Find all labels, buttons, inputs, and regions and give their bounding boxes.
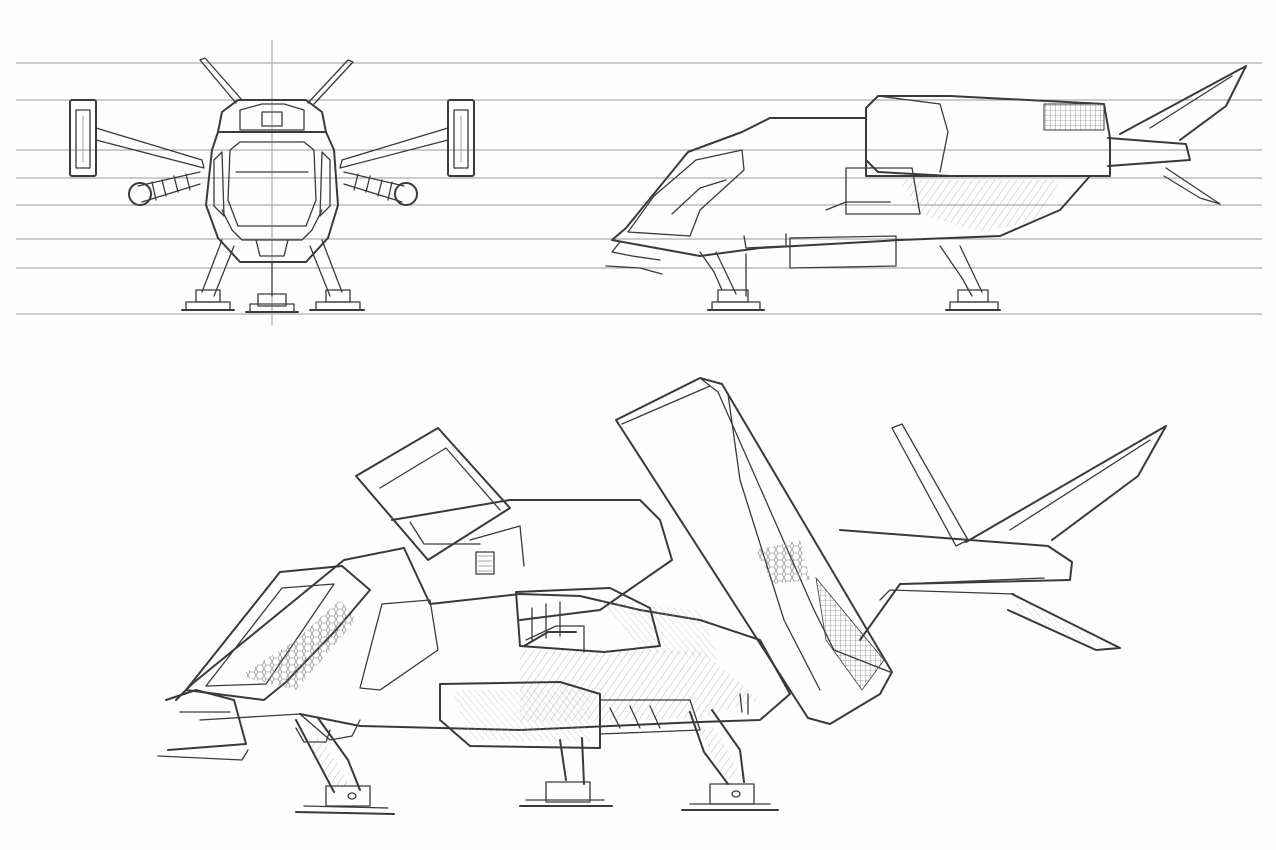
side-view <box>605 65 1247 311</box>
front-view <box>69 57 475 313</box>
guide-lines <box>16 40 1262 325</box>
perspective-view <box>157 377 1167 815</box>
